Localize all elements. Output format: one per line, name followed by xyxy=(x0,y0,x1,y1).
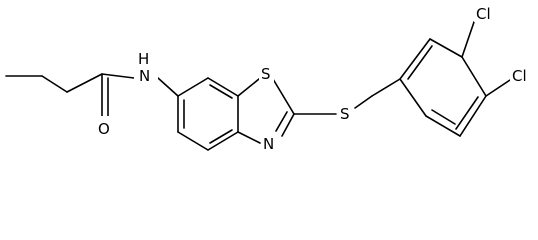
bond-ring-1 xyxy=(399,38,431,80)
atom-h-amide: H xyxy=(138,50,149,68)
bond-thiazole-3 xyxy=(281,113,295,137)
bond-thiazole-5 xyxy=(237,131,261,144)
bond-chain-3 xyxy=(66,73,103,93)
atom-labels: Cl Cl S S N H N O xyxy=(96,4,534,154)
atom-cl-upper: Cl xyxy=(476,5,491,23)
atom-n-amide: N xyxy=(139,67,150,85)
bond-ch2-aryl xyxy=(371,78,401,97)
bond-s-ch2 xyxy=(354,95,373,109)
atom-n-ring: N xyxy=(263,135,274,153)
bond-benz-6 xyxy=(177,77,209,97)
bond-ring-dbl-1 xyxy=(407,45,433,80)
bond-ring-2 xyxy=(429,38,463,58)
bond-ring-dbl-2 xyxy=(455,96,479,130)
bond-ring-dbl-3 xyxy=(431,109,456,125)
atom-cl-lower: Cl xyxy=(512,67,527,85)
bond-ring-5 xyxy=(425,115,461,137)
bond-thiazole-1 xyxy=(237,78,260,97)
molecule-structure-diagram: Cl Cl S S N H N O xyxy=(5,4,534,154)
bond-amide-cn xyxy=(101,73,135,79)
bond-ring-3 xyxy=(461,56,487,97)
bond-benz-dbl-2 xyxy=(209,129,233,144)
bond-n-aryl xyxy=(157,77,179,97)
bond-chain-2 xyxy=(41,75,68,93)
bond-ccl-upper xyxy=(461,21,475,58)
bond-thiazole-4 xyxy=(275,111,288,132)
bond-benz-3 xyxy=(207,131,239,151)
bond-ccl-lower xyxy=(485,79,511,97)
bond-benz-5 xyxy=(207,77,239,97)
atom-o: O xyxy=(98,120,110,138)
bond-benz-2 xyxy=(177,131,209,151)
bond-lines xyxy=(5,21,511,151)
bond-benz-dbl-3 xyxy=(209,84,233,99)
bond-ring-4 xyxy=(459,95,487,137)
bond-ring-6 xyxy=(399,78,427,117)
atom-s-ring: S xyxy=(261,65,271,83)
bond-thiazole-2 xyxy=(272,78,295,115)
atom-s-thioether: S xyxy=(340,105,350,123)
